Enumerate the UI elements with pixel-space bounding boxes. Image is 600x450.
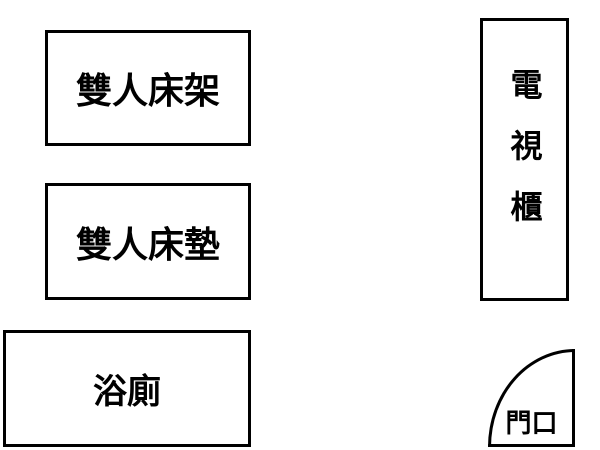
bed-mattress-label: 雙人床墊 [75, 224, 220, 266]
bed-mattress-room: 雙人床墊 [45, 183, 251, 300]
bathroom-room: 浴廁 [3, 330, 251, 447]
doorway-label: 門口 [505, 409, 558, 439]
bed-frame-label: 雙人床架 [75, 71, 220, 112]
tv-cabinet-room: 電視櫃 [480, 18, 569, 301]
bathroom-label: 浴廁 [93, 372, 161, 412]
doorway-arc-shape: 門口 [488, 349, 575, 447]
tv-cabinet-label: 電視櫃 [505, 68, 544, 251]
bed-frame-room: 雙人床架 [45, 30, 251, 146]
